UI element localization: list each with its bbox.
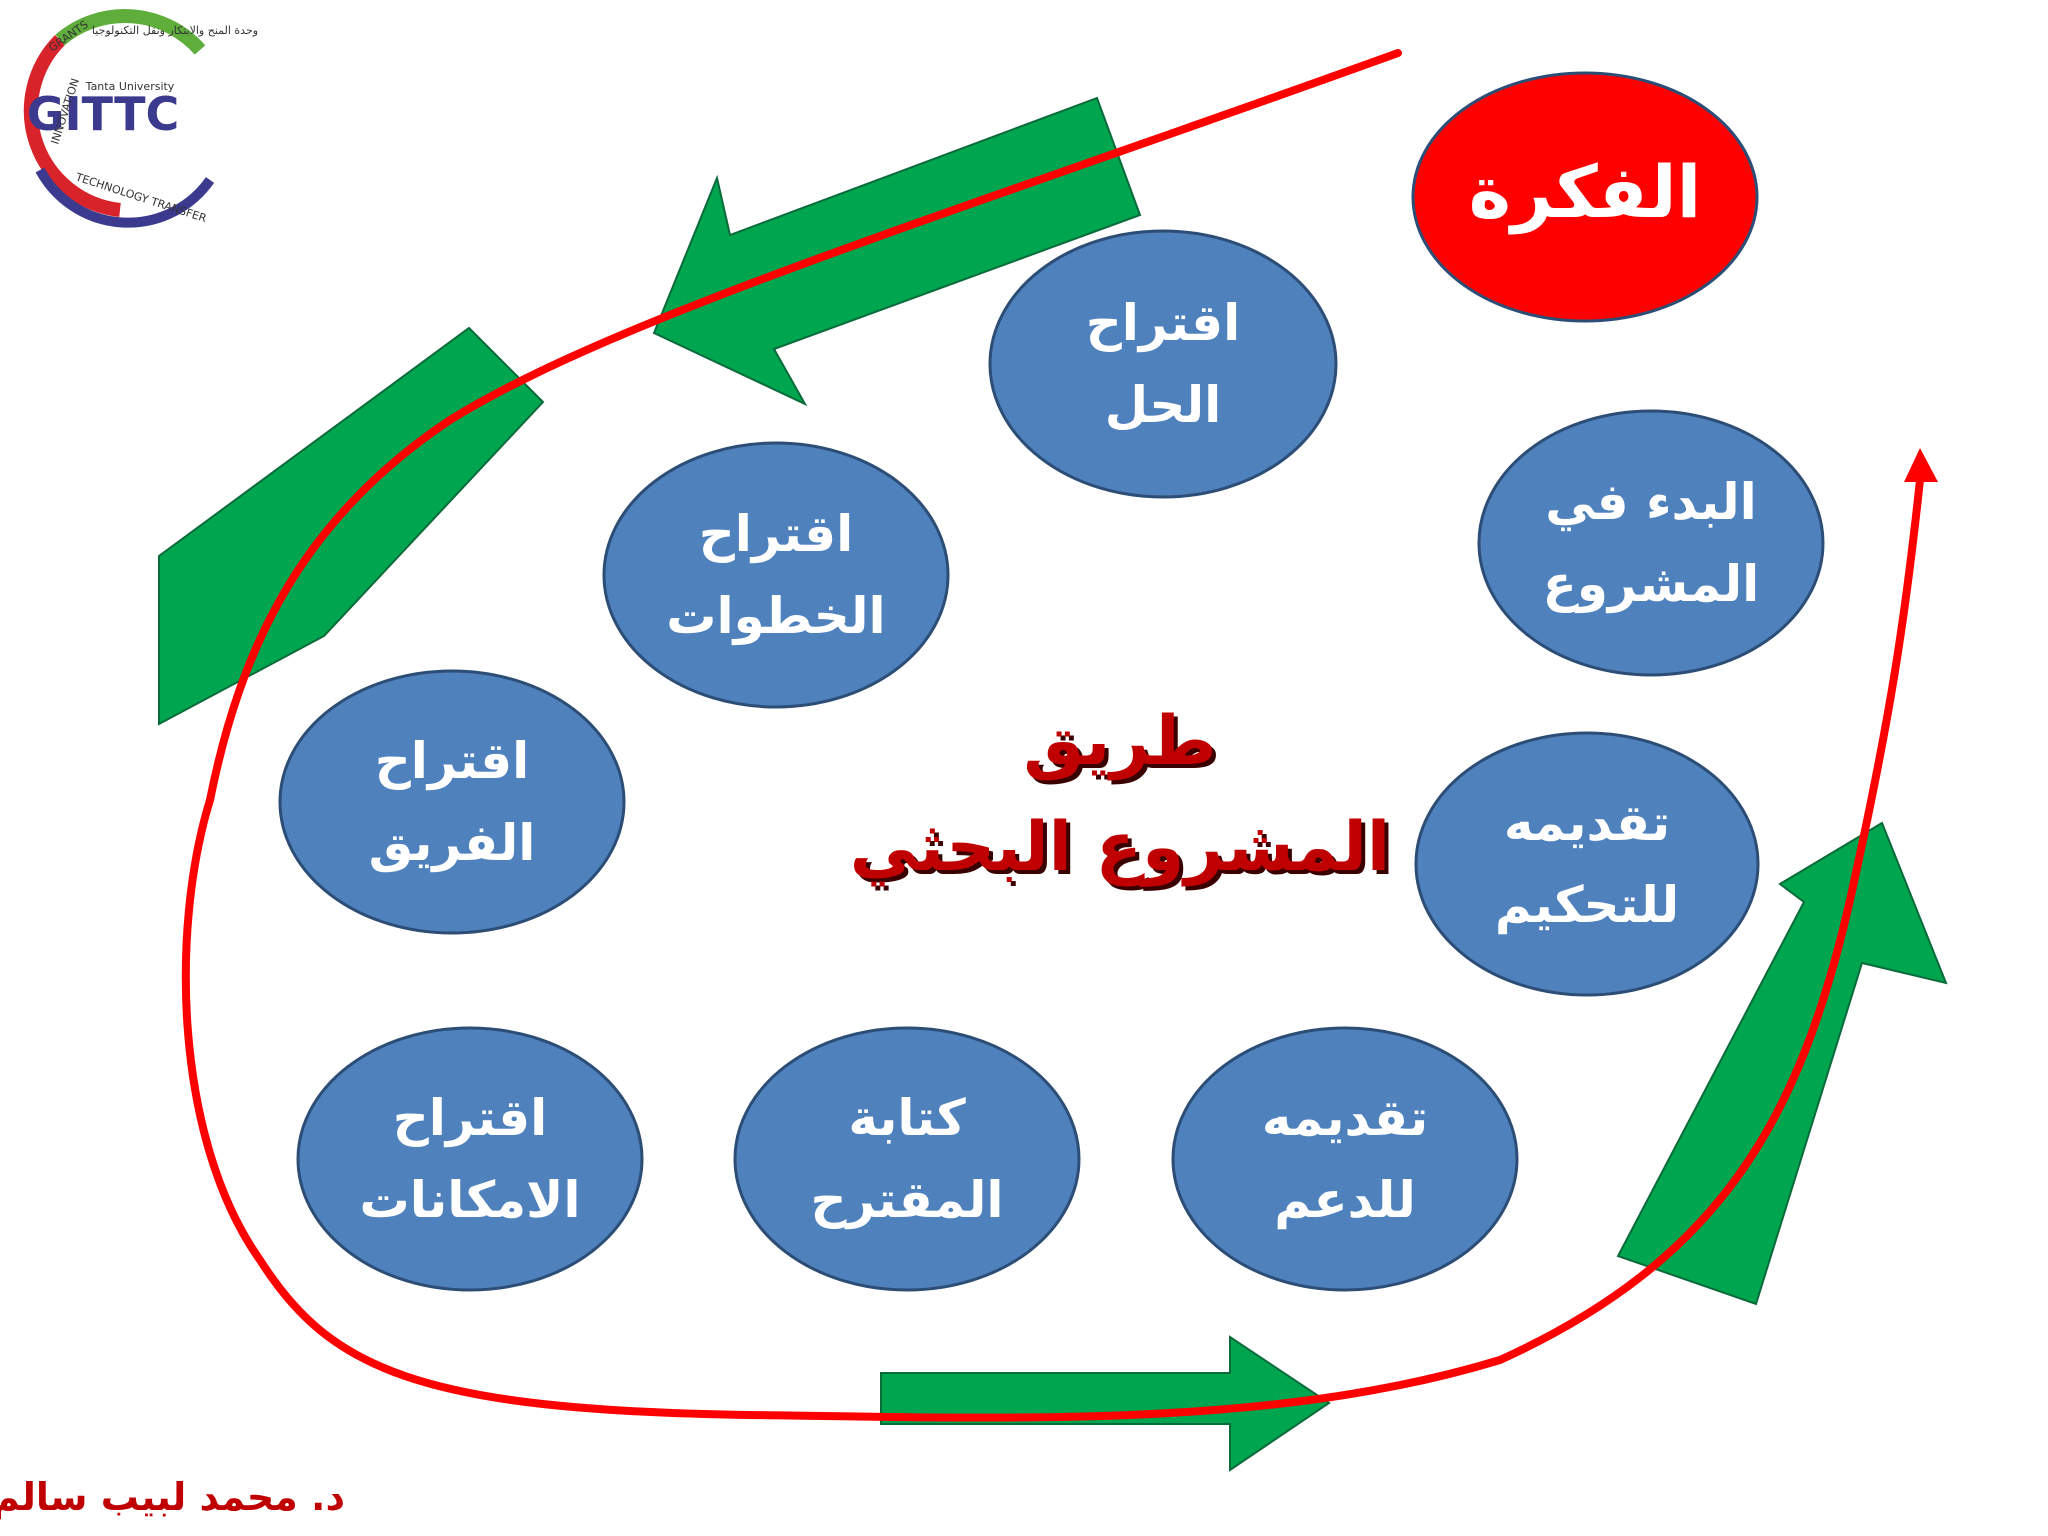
step-ellipse <box>278 669 626 935</box>
idea-node: الفكرة <box>1411 71 1759 323</box>
green-arrow-left <box>158 326 545 726</box>
green-arrow-bottom <box>880 1335 1331 1472</box>
step-label-line2: الامكانات <box>360 1171 581 1229</box>
step-ellipse <box>733 1026 1081 1292</box>
idea-label: الفكرة <box>1469 150 1702 235</box>
step-suggest-resources: اقتراح الامكانات <box>296 1026 644 1292</box>
logo-university-text: Tanta University <box>85 80 175 93</box>
step-ellipse <box>296 1026 644 1292</box>
step-write-proposal: كتابة المقترح <box>733 1026 1081 1292</box>
step-ellipse <box>1171 1026 1519 1292</box>
center-title: طريق طريق المشروع البحثي المشروع البحثي <box>850 702 1394 891</box>
idea-ellipse <box>1411 71 1759 323</box>
step-label-line1: البدء في <box>1545 473 1757 531</box>
step-label-line1: كتابة <box>848 1089 966 1147</box>
gittc-logo: GITTC Tanta University INNOVATION GRANTS… <box>23 9 258 228</box>
title-line1-shadow: طريق <box>1027 706 1220 785</box>
step-label-line1: اقتراح <box>1086 294 1241 353</box>
step-start-project: البدء في المشروع <box>1477 409 1825 677</box>
step-label-line1: تقديمه <box>1504 794 1670 852</box>
step-ellipse <box>988 229 1338 499</box>
step-label-line2: المشروع <box>1543 555 1760 614</box>
logo-ring-green <box>55 9 206 55</box>
step-submit-funding: تقديمه للدعم <box>1171 1026 1519 1292</box>
title-line1: طريق <box>1023 702 1216 781</box>
step-label-line2: الخطوات <box>666 587 885 646</box>
step-label-line1: اقتراح <box>699 505 854 564</box>
step-label-line2: الفريق <box>369 814 536 873</box>
step-label-line2: المقترح <box>811 1171 1004 1230</box>
logo-ring-blue <box>35 167 215 228</box>
logo-arabic-text: وحدة المنح والابتكار ونقل التكنولوجيا <box>92 24 258 37</box>
step-label-line2: للتحكيم <box>1495 876 1679 934</box>
step-suggest-team: اقتراح الفريق <box>278 669 626 935</box>
step-ellipse <box>602 441 950 709</box>
red-curve-line <box>181 49 1924 1422</box>
step-label-line1: تقديمه <box>1262 1089 1428 1147</box>
step-ellipse <box>1414 731 1760 997</box>
step-suggest-solution: اقتراح الحل <box>988 229 1338 499</box>
step-label-line2: الحل <box>1105 376 1222 434</box>
green-arrow-right <box>1616 821 1948 1306</box>
logo-main-text: GITTC <box>27 87 179 141</box>
step-ellipse <box>1477 409 1825 677</box>
title-line2: المشروع البحثي <box>850 808 1390 887</box>
step-label-line1: اقتراح <box>393 1089 548 1148</box>
red-path-curve <box>181 49 1938 1422</box>
step-suggest-steps: اقتراح الخطوات <box>602 441 950 709</box>
author-name: د. محمد لبيب سالم <box>0 1475 345 1520</box>
logo-ring-red <box>23 35 121 217</box>
step-label-line2: للدعم <box>1274 1171 1415 1229</box>
logo-grants-text: GRANTS <box>46 18 90 55</box>
red-curve-arrowhead <box>1904 448 1938 482</box>
green-arrow-top <box>652 96 1142 407</box>
title-line2-shadow: المشروع البحثي <box>854 812 1394 891</box>
step-label-line1: اقتراح <box>375 732 530 791</box>
step-submit-review: تقديمه للتحكيم <box>1414 731 1760 997</box>
